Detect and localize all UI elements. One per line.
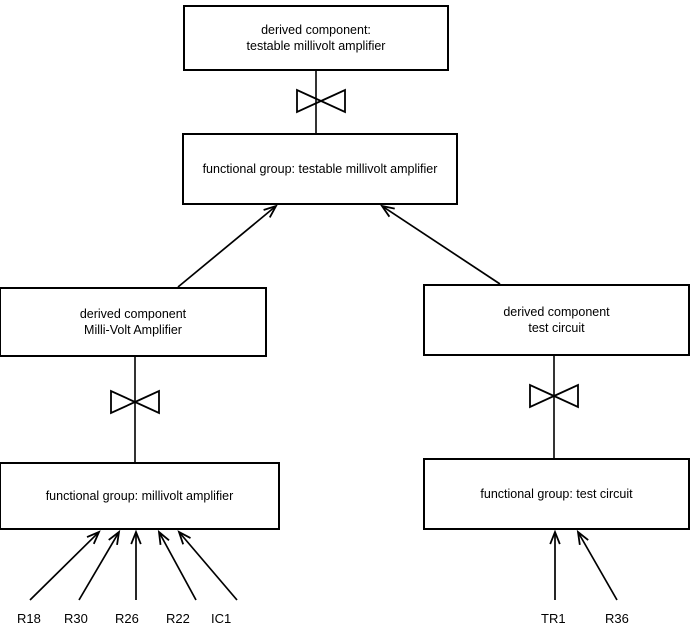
- node-label-line: derived component:: [261, 23, 371, 37]
- connector-bowtie-top: [296, 71, 346, 133]
- bowtie-triangle-left: [529, 383, 557, 409]
- connector-arrow-r22: [157, 529, 197, 601]
- arrowhead: [157, 529, 170, 546]
- connector-bowtie-left: [110, 357, 160, 462]
- node-functional-group-millivolt-amplifier[interactable]: functional group: millivolt amplifier: [0, 462, 280, 530]
- node-derived-component-testable-millivolt-amplifier[interactable]: derived component: testable millivolt amp…: [183, 5, 449, 71]
- node-label-line: Milli-Volt Amplifier: [84, 323, 182, 337]
- bowtie-triangle-left: [110, 389, 138, 415]
- connector-arrow-ic1: [177, 530, 238, 601]
- leaf-label-ic1[interactable]: IC1: [211, 611, 232, 626]
- connector-bowtie-right: [529, 356, 579, 458]
- connector-arrow-right-branch: [379, 204, 501, 285]
- leaf-label-r26[interactable]: R26: [115, 611, 139, 626]
- arrowhead: [263, 204, 278, 218]
- arrowhead: [177, 530, 191, 545]
- node-derived-component-test-circuit[interactable]: derived component test circuit: [423, 284, 690, 356]
- node-functional-group-testable-millivolt-amplifier[interactable]: functional group: testable millivolt amp…: [182, 133, 458, 205]
- connector-arrow-r36: [576, 529, 618, 601]
- arrowhead: [549, 529, 561, 545]
- bowtie-triangle-right: [551, 383, 579, 409]
- node-label-line: functional group: test circuit: [480, 487, 633, 501]
- arrowhead: [86, 530, 101, 545]
- leaf-label-r36[interactable]: R36: [605, 611, 629, 626]
- bowtie-triangle-left: [296, 88, 324, 114]
- connector-arrow-left-branch: [177, 204, 278, 288]
- arrowhead: [379, 204, 395, 218]
- arrowhead: [576, 529, 589, 545]
- arrowhead: [130, 529, 142, 545]
- node-functional-group-test-circuit[interactable]: functional group: test circuit: [423, 458, 690, 530]
- connector-arrow-r18: [29, 530, 101, 601]
- node-label-line: functional group: testable millivolt amp…: [202, 162, 438, 176]
- node-label-line: derived component: [79, 307, 187, 321]
- leaf-label-tr1[interactable]: TR1: [541, 611, 566, 626]
- bowtie-triangle-right: [318, 88, 346, 114]
- connector-arrow-r30: [78, 529, 121, 601]
- arrowhead: [108, 529, 121, 545]
- leaf-label-r18[interactable]: R18: [17, 611, 41, 626]
- leaf-label-r30[interactable]: R30: [64, 611, 88, 626]
- leaf-label-r22[interactable]: R22: [166, 611, 190, 626]
- node-label-line: derived component: [503, 305, 610, 319]
- connector-arrow-r26: [130, 529, 142, 600]
- node-label-line: functional group: millivolt amplifier: [45, 489, 234, 503]
- node-label-line: testable millivolt amplifier: [246, 39, 386, 53]
- connector-arrow-tr1: [549, 529, 561, 600]
- bowtie-triangle-right: [132, 389, 160, 415]
- node-label-line: test circuit: [528, 321, 585, 335]
